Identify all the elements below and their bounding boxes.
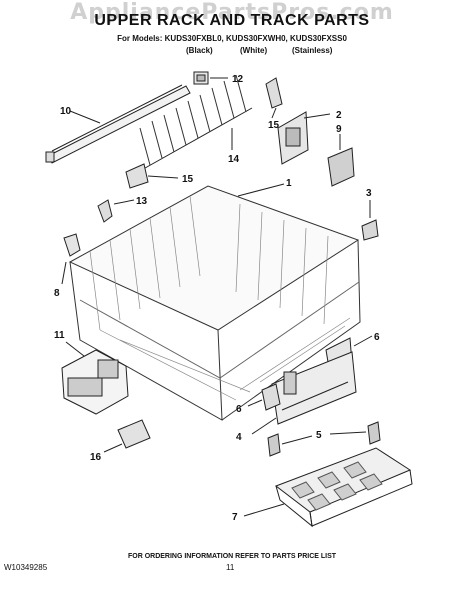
variant-black: (Black) [186,46,213,55]
part-latch-assembly [61,349,129,415]
models-line: For Models: KUDS30FXBL0, KUDS30FXWH0, KU… [117,34,347,43]
leader-15a [271,107,277,119]
callout-15b: 15 [182,174,194,185]
part-plate-9 [327,147,355,187]
callout-12: 12 [232,74,244,85]
callout-6a: 6 [374,332,380,343]
part-bracket-16 [117,419,151,449]
part-bracket-6b [261,383,281,411]
part-tine-row [137,74,253,173]
page-title: UPPER RACK AND TRACK PARTS [94,12,370,29]
leader-2 [303,113,331,119]
part-adjuster-bar [271,351,357,425]
callout-10: 10 [60,106,72,117]
part-clip-12 [193,71,209,85]
part-adjuster-bracket [265,77,309,165]
ordering-note: FOR ORDERING INFORMATION REFER TO PARTS … [127,553,337,560]
part-clip-5 [267,421,381,457]
leader-1 [237,183,285,197]
callout-6b: 6 [236,404,242,415]
part-wire-arm [63,233,81,257]
callout-2: 2 [336,110,342,121]
callout-1: 1 [286,178,292,189]
part-clip-13 [97,199,113,223]
variant-stainless: (Stainless) [292,46,333,55]
leader-13 [113,199,135,205]
callout-14: 14 [228,154,240,165]
callout-16: 16 [90,452,102,463]
leader-16 [103,443,123,453]
leader-8 [61,261,67,285]
callout-11: 11 [54,330,65,341]
part-cup-shelf [274,447,413,528]
callout-7: 7 [232,512,238,523]
leader-5 [281,435,313,445]
page-number: 11 [226,563,235,572]
callout-8: 8 [54,288,60,299]
callout-9: 9 [336,124,342,135]
leader-15b [147,175,179,179]
part-upper-rack [68,185,361,421]
leader-5b [329,431,367,435]
variant-white: (White) [240,46,268,55]
watermark: AppliancePartsPros.com [70,0,394,25]
part-track-rail [45,84,191,164]
leader-7 [243,503,285,517]
leader-6a [353,335,373,347]
leader-6b [247,399,263,407]
leader-11 [65,341,85,357]
callout-13: 13 [136,196,148,207]
leader-10 [69,110,101,124]
callout-4: 4 [236,432,242,443]
document-number: W10349285 [4,563,48,572]
leader-4 [251,417,277,435]
part-clip-3 [361,219,379,241]
callout-5: 5 [316,430,322,441]
callout-15a: 15 [268,120,280,131]
part-clip-15 [125,163,149,189]
callout-3: 3 [366,188,372,199]
